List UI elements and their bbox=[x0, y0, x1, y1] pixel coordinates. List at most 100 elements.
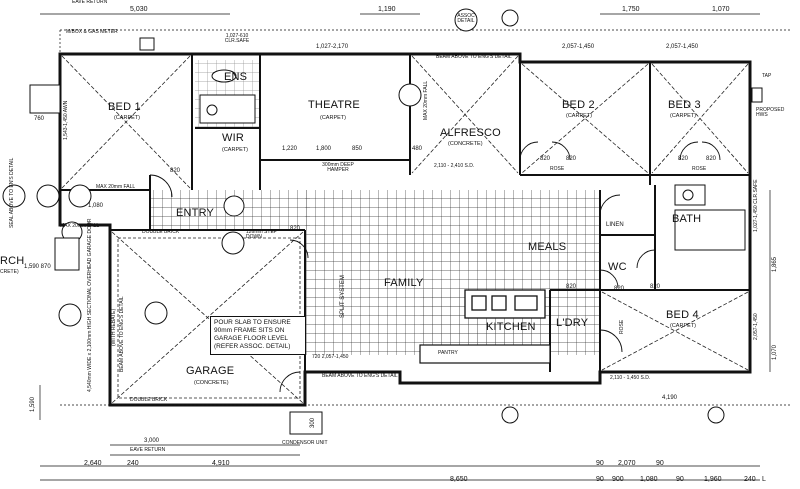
dim-top-3: 1,750 bbox=[622, 6, 640, 13]
room-bed4-floor: (CARPET) bbox=[670, 323, 696, 329]
note-beam-top: BEAM ABOVE TO ENG'S DETAIL bbox=[436, 54, 512, 60]
note-max-fall-2: MAX 20mm FALL bbox=[423, 80, 429, 120]
room-bed2: BED 2 bbox=[562, 99, 595, 111]
room-wir: WIR bbox=[222, 132, 244, 144]
dim-1590-870: 1,590 870 bbox=[24, 264, 51, 270]
dim-820-a: 820 bbox=[170, 168, 181, 174]
room-theatre: THEATRE bbox=[308, 99, 360, 111]
room-wc: WC bbox=[608, 261, 627, 273]
dim-1800: 1,800 bbox=[316, 146, 332, 152]
dim-2057-1450r: 2,057-1,450 bbox=[753, 313, 759, 340]
dim-850: 850 bbox=[352, 146, 363, 152]
room-diagonals bbox=[61, 55, 749, 404]
note-beam-garage-2: (WITH REBATE) bbox=[111, 308, 117, 346]
room-bed3-floor: (CARPET) bbox=[670, 113, 696, 119]
room-family: FAMILY bbox=[384, 277, 424, 289]
note-max-fall-hr: MAX 20mm FALL bbox=[60, 223, 100, 229]
dim-820-i: 820 bbox=[614, 286, 625, 292]
room-linen: LINEN bbox=[606, 222, 624, 228]
room-porch-floor: CRETE) bbox=[0, 269, 19, 275]
room-kitchen: KITCHEN bbox=[486, 321, 536, 333]
hws-symbol bbox=[751, 87, 763, 103]
dim-bottom-4910: 4,910 bbox=[212, 460, 230, 467]
door-swings bbox=[149, 141, 721, 393]
dim-top-1: 5,030 bbox=[130, 6, 148, 13]
note-double-brick-bottom: DOUBLE BRICK bbox=[130, 397, 168, 403]
note-clr-safe-top: 1,027-610 CLR.SAFE bbox=[224, 33, 250, 44]
dim-1865: 1,865 bbox=[772, 256, 778, 272]
dim-bed1-side: 1,543-1,450 AWN bbox=[63, 100, 69, 140]
dim-820-b: 820 bbox=[540, 156, 551, 162]
room-bath: BATH bbox=[672, 213, 702, 225]
note-rose-1: ROSE bbox=[550, 166, 565, 172]
note-beam-bottom: BEAM ABOVE TO ENG'S DETAIL bbox=[322, 373, 398, 379]
note-window-1720: 720 2,057-1,450 bbox=[312, 354, 349, 360]
kitchen-bench bbox=[419, 344, 551, 364]
dim-bottom-900: 900 bbox=[612, 476, 624, 483]
note-rose-3: ROSE bbox=[619, 319, 625, 334]
porch-step-2 bbox=[54, 237, 80, 271]
room-garage: GARAGE bbox=[186, 365, 235, 377]
note-rose-2: ROSE bbox=[692, 166, 707, 172]
room-alfresco: ALFRESCO bbox=[440, 127, 501, 139]
note-tap: TAP bbox=[762, 73, 772, 79]
room-bed2-floor: (CARPET) bbox=[566, 113, 592, 119]
dim-bottom-8650: 8,650 bbox=[450, 476, 468, 483]
dim-820-f: 820 bbox=[290, 226, 301, 232]
dim-top-4: 1,070 bbox=[712, 6, 730, 13]
room-ldry: L'DRY bbox=[556, 317, 589, 329]
dim-820-d: 820 bbox=[678, 156, 689, 162]
inner-walls bbox=[60, 54, 750, 372]
dim-820-c: 820 bbox=[566, 156, 577, 162]
note-step-down: 126mm STEP DOWN bbox=[246, 229, 278, 240]
dim-bottom-90b: 90 bbox=[656, 460, 664, 467]
room-wir-floor: (CARPET) bbox=[222, 147, 248, 153]
dim-bottom-l: L bbox=[762, 476, 766, 483]
dim-820-g: 820 bbox=[566, 284, 577, 290]
dim-bottom-240b: 240 bbox=[744, 476, 756, 483]
note-eave-return-bottom: EAVE RETURN bbox=[130, 447, 166, 453]
dim-4190: 4,190 bbox=[662, 395, 678, 401]
room-bed1-floor: (CARPET) bbox=[114, 115, 140, 121]
condensor-symbol bbox=[289, 411, 323, 435]
note-sd-alfresco: 2,110 - 2,410 S.D. bbox=[434, 163, 475, 169]
dim-bottom-1080: 1,080 bbox=[640, 476, 658, 483]
ensuite-fixtures bbox=[199, 69, 256, 124]
note-max-fall-1: MAX 20mm FALL bbox=[96, 184, 136, 190]
room-bed1: BED 1 bbox=[108, 101, 141, 113]
dim-win-bed3: 2,057-1,450 bbox=[666, 44, 699, 50]
dim-bottom-2640: 2,640 bbox=[84, 460, 102, 467]
note-hamper: 300mm DEEP HAMPER bbox=[322, 162, 354, 173]
bath-fixtures bbox=[674, 184, 746, 251]
note-double-brick-top: DOUBLE BRICK bbox=[142, 229, 180, 235]
dim-bottom-90c: 90 bbox=[596, 476, 604, 483]
dim-820-h: 820 bbox=[650, 284, 661, 290]
meterbox-symbol bbox=[139, 37, 155, 51]
dim-bottom-1960: 1,960 bbox=[704, 476, 722, 483]
dim-top-2: 1,190 bbox=[378, 6, 396, 13]
note-sd-bed4: 2,110 - 1,450 S.D. bbox=[610, 375, 651, 381]
dimension-lines bbox=[39, 13, 790, 481]
dim-820-e: 820 bbox=[706, 156, 717, 162]
note-assoc-detail: ASSOC DETAIL bbox=[457, 13, 475, 24]
room-ens: ENS bbox=[224, 71, 248, 83]
dim-1590: 1,590 bbox=[30, 396, 36, 412]
dim-bottom-90d: 90 bbox=[676, 476, 684, 483]
dim-760: 760 bbox=[34, 116, 45, 122]
room-meals: MEALS bbox=[528, 241, 567, 253]
dim-bottom-2070: 2,070 bbox=[618, 460, 636, 467]
dim-480: 480 bbox=[412, 146, 423, 152]
dim-bottom-90a: 90 bbox=[596, 460, 604, 467]
kitchen-island bbox=[464, 289, 546, 319]
dim-1070r: 1,070 bbox=[772, 344, 778, 360]
dim-300: 300 bbox=[310, 417, 316, 428]
note-condensor: CONDENSOR UNIT bbox=[282, 440, 328, 446]
note-meterbox: M/BOX & GAS METER bbox=[66, 29, 118, 35]
note-pantry: PANTRY bbox=[438, 350, 458, 356]
note-proposed-hws: PROPOSED HWS bbox=[756, 107, 785, 118]
porch-step bbox=[29, 84, 61, 114]
room-porch: RCH bbox=[0, 255, 25, 267]
note-clr-safe-right: 1,027-1,450 CLR.SAFE bbox=[753, 179, 759, 232]
room-theatre-floor: (CARPET) bbox=[320, 115, 346, 121]
